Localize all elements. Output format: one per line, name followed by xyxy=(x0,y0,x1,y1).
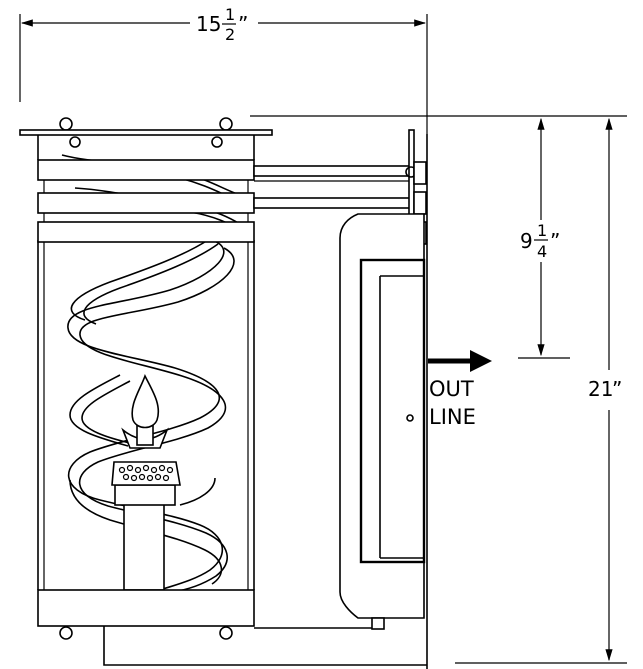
depth-dimension: 9 1 4 ” xyxy=(518,117,570,359)
candle-holder-perforations xyxy=(118,464,174,482)
bracket-spacer-middle xyxy=(413,191,427,215)
height-dimension: 21 ” xyxy=(250,115,627,664)
candle-sleeve xyxy=(123,502,165,591)
width-numerator: 1 xyxy=(225,5,235,24)
width-dimension: 15 1 2 ” xyxy=(19,5,428,134)
backplate-panel xyxy=(359,258,426,564)
support-arms xyxy=(253,165,415,209)
top-rivet-left xyxy=(69,136,81,148)
candle-holder-collar xyxy=(114,484,176,506)
candle-assembly xyxy=(111,373,181,591)
base-block xyxy=(37,589,255,627)
candle-holder-cup xyxy=(111,461,181,486)
top-plate xyxy=(19,129,273,136)
bracket-spacer-upper xyxy=(413,161,427,185)
backplate-housing xyxy=(339,213,426,630)
arm-lower xyxy=(253,197,415,209)
foot-right xyxy=(219,626,233,640)
lantern-base xyxy=(37,589,255,640)
height-whole: 21 xyxy=(588,377,613,401)
lantern-top-cap xyxy=(19,117,273,160)
height-unit: ” xyxy=(612,377,622,401)
width-denominator: 2 xyxy=(225,25,235,44)
spiral-ribbon xyxy=(67,239,235,593)
band-lower xyxy=(37,221,255,243)
depth-unit: ” xyxy=(550,229,560,253)
depth-denominator: 4 xyxy=(537,242,547,261)
outlet-arrow xyxy=(428,350,492,372)
backplate-foot xyxy=(371,617,385,630)
arm-upper xyxy=(253,165,415,177)
outlet-arrow-head xyxy=(470,350,492,372)
outlet-label-line2: LINE xyxy=(429,405,476,429)
finial-left xyxy=(59,117,73,131)
lantern-bands xyxy=(37,159,255,243)
base-outline xyxy=(103,626,427,666)
foot-left xyxy=(59,626,73,640)
width-whole: 15 xyxy=(196,12,221,36)
candle-flame-icon xyxy=(131,373,160,429)
outlet-label-line1: OUT xyxy=(429,377,474,401)
band-middle xyxy=(37,192,255,214)
depth-whole: 9 xyxy=(520,229,533,253)
band-top xyxy=(37,159,255,181)
depth-numerator: 1 xyxy=(537,221,547,240)
width-unit: ” xyxy=(238,12,248,36)
top-rivet-right xyxy=(211,136,223,148)
outlet-hole xyxy=(406,414,414,422)
finial-right xyxy=(219,117,233,131)
lantern-body xyxy=(37,154,255,593)
